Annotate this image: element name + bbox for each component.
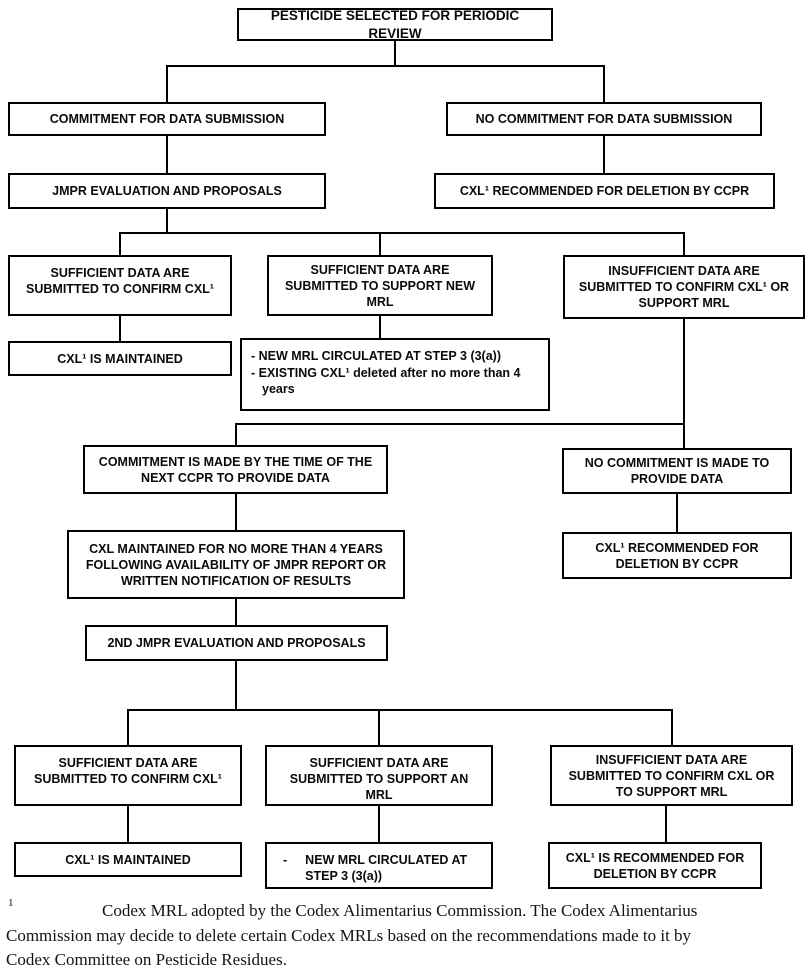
- connector-line: [119, 232, 121, 257]
- connector-line: [166, 65, 605, 67]
- dash: -: [283, 853, 288, 867]
- node-label: NO COMMITMENT FOR DATA SUBMISSION: [475, 112, 733, 126]
- node-label: COMMITMENT IS MADE BY THE TIME OF THE NE…: [98, 454, 373, 485]
- connector-line: [119, 316, 121, 343]
- node-cxl-maintained-4-years: CXL MAINTAINED FOR NO MORE THAN 4 YEARS …: [67, 530, 405, 599]
- connector-line: [166, 208, 168, 234]
- footnote-line: Commission may decide to delete certain …: [6, 925, 692, 945]
- node-commitment-is-made: COMMITMENT IS MADE BY THE TIME OF THE NE…: [83, 445, 388, 494]
- node-label: INSUFFICIENT DATA ARE SUBMITTED TO CONFI…: [568, 752, 775, 799]
- node-label: CXL¹ IS MAINTAINED: [65, 852, 191, 867]
- connector-line: [235, 423, 685, 425]
- connector-line: [683, 232, 685, 257]
- node-cxl-recommended-deletion-ccpr: CXL¹ RECOMMENDED FOR DELETION BY CCPR: [434, 173, 775, 209]
- node-label: CXL¹ RECOMMENDED FOR DELETION BY CCPR: [459, 184, 750, 198]
- connector-line: [166, 65, 168, 104]
- node-insufficient-data-confirm-2: INSUFFICIENT DATA ARE SUBMITTED TO CONFI…: [550, 745, 793, 806]
- node-no-commitment-is-made: NO COMMITMENT IS MADE TO PROVIDE DATA: [562, 448, 792, 494]
- connector-line: [235, 423, 237, 447]
- connector-line: [127, 709, 129, 747]
- node-label: COMMITMENT FOR DATA SUBMISSION: [49, 112, 285, 126]
- node-label: SUFFICIENT DATA ARE SUBMITTED TO CONFIRM…: [34, 756, 222, 786]
- connector-line: [603, 65, 605, 104]
- connector-line: [665, 806, 667, 844]
- node-label: NO COMMITMENT IS MADE TO PROVIDE DATA: [584, 456, 770, 486]
- connector-line: [379, 316, 381, 340]
- node-label: NEW MRL CIRCULATED AT STEP 3 (3(a)): [305, 853, 468, 883]
- node-label: CXL¹ IS RECOMMENDED FOR DELETION BY CCPR: [565, 850, 745, 881]
- list-item: - EXISTING CXL¹ deleted after no more th…: [251, 366, 521, 396]
- node-label: CXL¹ RECOMMENDED FOR DELETION BY CCPR: [595, 540, 759, 571]
- node-cxl-is-maintained: CXL¹ IS MAINTAINED: [8, 341, 232, 376]
- footnote-line: Codex Committee on Pesticide Residues.: [6, 950, 287, 969]
- node-new-mrl-circulated-list: - NEW MRL CIRCULATED AT STEP 3 (3(a)) - …: [240, 338, 550, 411]
- connector-line: [379, 232, 381, 257]
- footnote: 1 Codex MRL adopted by the Codex Aliment…: [6, 897, 808, 973]
- node-sufficient-data-support-an-mrl: SUFFICIENT DATA ARE SUBMITTED TO SUPPORT…: [265, 745, 493, 806]
- node-label: SUFFICIENT DATA ARE SUBMITTED TO CONFIRM…: [26, 266, 214, 296]
- node-label: PESTICIDE SELECTED FOR PERIODIC REVIEW: [270, 8, 520, 41]
- node-label: JMPR EVALUATION AND PROPOSALS: [52, 184, 282, 198]
- node-label: SUFFICIENT DATA ARE SUBMITTED TO SUPPORT…: [284, 262, 476, 309]
- node-label: SUFFICIENT DATA ARE SUBMITTED TO SUPPORT…: [289, 756, 469, 802]
- connector-line: [394, 40, 396, 67]
- node-no-commitment-for-data-submission: NO COMMITMENT FOR DATA SUBMISSION: [446, 102, 762, 136]
- node-sufficient-data-confirm-cxl: SUFFICIENT DATA ARE SUBMITTED TO CONFIRM…: [8, 255, 232, 316]
- node-new-mrl-circulated-step3: - NEW MRL CIRCULATED AT STEP 3 (3(a)): [265, 842, 493, 889]
- connector-line: [378, 709, 380, 747]
- node-cxl-recommended-deletion-ccpr-2: CXL¹ RECOMMENDED FOR DELETION BY CCPR: [562, 532, 792, 579]
- connector-line: [127, 709, 673, 711]
- connector-line: [603, 136, 605, 175]
- connector-line: [119, 232, 685, 234]
- node-pesticide-selected: PESTICIDE SELECTED FOR PERIODIC REVIEW: [237, 8, 553, 41]
- connector-line: [235, 661, 237, 711]
- node-commitment-for-data-submission: COMMITMENT FOR DATA SUBMISSION: [8, 102, 326, 136]
- node-cxl-is-maintained-2: CXL¹ IS MAINTAINED: [14, 842, 242, 877]
- node-sufficient-data-support-new-mrl: SUFFICIENT DATA ARE SUBMITTED TO SUPPORT…: [267, 255, 493, 316]
- footnote-line: Codex MRL adopted by the Codex Alimentar…: [102, 901, 698, 920]
- connector-line: [378, 806, 380, 844]
- connector-line: [235, 494, 237, 532]
- node-sufficient-data-confirm-cxl-2: SUFFICIENT DATA ARE SUBMITTED TO CONFIRM…: [14, 745, 242, 806]
- node-label: CXL MAINTAINED FOR NO MORE THAN 4 YEARS …: [85, 541, 387, 588]
- node-jmpr-evaluation: JMPR EVALUATION AND PROPOSALS: [8, 173, 326, 209]
- connector-line: [671, 709, 673, 747]
- node-label: INSUFFICIENT DATA ARE SUBMITTED TO CONFI…: [578, 264, 790, 310]
- node-cxl-is-recommended-deletion: CXL¹ IS RECOMMENDED FOR DELETION BY CCPR: [548, 842, 762, 889]
- connector-line: [683, 319, 685, 450]
- node-2nd-jmpr-evaluation: 2ND JMPR EVALUATION AND PROPOSALS: [85, 625, 388, 661]
- footnote-marker: 1: [8, 897, 14, 909]
- connector-line: [235, 599, 237, 627]
- list-item: - NEW MRL CIRCULATED AT STEP 3 (3(a)): [251, 349, 501, 363]
- node-label: 2ND JMPR EVALUATION AND PROPOSALS: [107, 636, 366, 650]
- connector-line: [166, 136, 168, 175]
- connector-line: [127, 806, 129, 844]
- node-insufficient-data-confirm-cxl: INSUFFICIENT DATA ARE SUBMITTED TO CONFI…: [563, 255, 805, 319]
- connector-line: [676, 494, 678, 534]
- node-label: CXL¹ IS MAINTAINED: [57, 351, 183, 366]
